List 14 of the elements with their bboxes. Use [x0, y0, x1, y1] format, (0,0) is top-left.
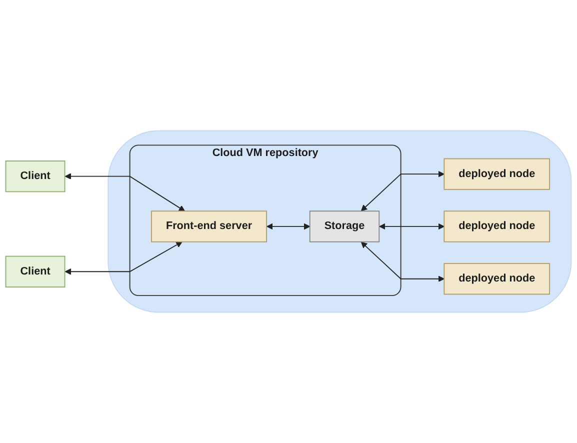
- cluster: [108, 130, 572, 313]
- node-box: Client: [5, 256, 66, 288]
- node-box: deployed node: [444, 210, 550, 242]
- arrow: [360, 170, 444, 212]
- arrow: [360, 242, 444, 282]
- node-box: deployed node: [444, 158, 550, 190]
- node-box: Front-end server: [151, 210, 267, 242]
- arrow: [64, 173, 186, 212]
- node-box: Client: [5, 160, 66, 192]
- arrow: [379, 223, 444, 230]
- arrow: [266, 223, 310, 230]
- arrow: [64, 242, 182, 275]
- node-box: deployed node: [444, 263, 550, 295]
- node-box: Storage: [309, 210, 380, 242]
